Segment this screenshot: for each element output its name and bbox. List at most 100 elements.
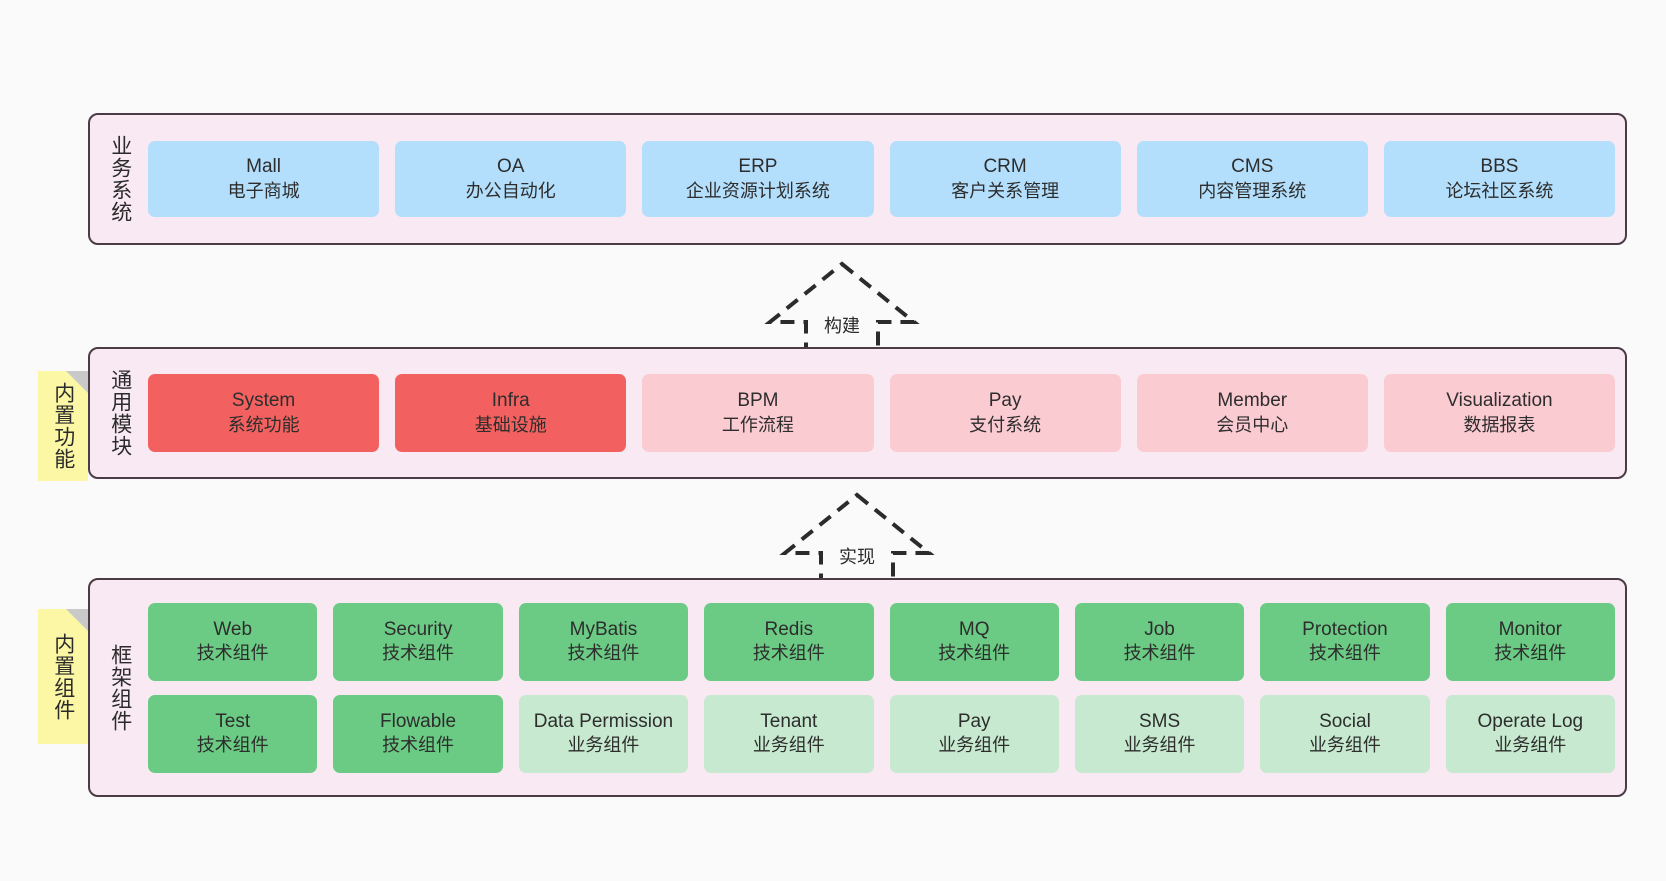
component-title: Pay (988, 390, 1022, 412)
component-title: CRM (983, 156, 1027, 178)
component-subtitle: 业务组件 (1494, 735, 1567, 756)
component-title: Visualization (1446, 390, 1553, 412)
component-title: Pay (957, 710, 991, 732)
component-title: Web (213, 618, 253, 640)
component-title: Protection (1302, 618, 1388, 640)
arrow-realize: 实现 (777, 489, 937, 587)
component-subtitle: 技术组件 (1123, 643, 1196, 664)
component-title: Flowable (380, 710, 457, 732)
component-title: OA (497, 156, 525, 178)
component-subtitle: 业务组件 (938, 735, 1011, 756)
component-subtitle: 系统功能 (227, 414, 300, 435)
component-subtitle: 工作流程 (721, 414, 794, 435)
component-box[interactable]: Pay 业务组件 (889, 694, 1059, 773)
arrow-build: 构建 (762, 258, 922, 356)
component-title: Test (215, 710, 251, 732)
layer-modules-title: 通用模块 (108, 369, 132, 457)
component-subtitle: 技术组件 (752, 643, 825, 664)
component-title: Tenant (760, 710, 818, 732)
component-subtitle: 业务组件 (567, 735, 640, 756)
component-subtitle: 业务组件 (1308, 735, 1381, 756)
component-subtitle: 支付系统 (969, 414, 1042, 435)
component-title: CMS (1231, 156, 1274, 178)
component-subtitle: 技术组件 (1308, 643, 1381, 664)
layer-business-title: 业务系统 (108, 135, 132, 223)
component-box[interactable]: Social 业务组件 (1260, 694, 1430, 773)
component-title: Monitor (1498, 618, 1562, 640)
component-title: BBS (1480, 156, 1519, 178)
component-box[interactable]: Protection 技术组件 (1260, 602, 1430, 681)
note-builtin-features: 内置功能 (38, 371, 88, 481)
component-subtitle: 数据报表 (1463, 414, 1536, 435)
component-subtitle: 业务组件 (752, 735, 825, 756)
component-subtitle: 技术组件 (1494, 643, 1567, 664)
component-box[interactable]: Security 技术组件 (333, 602, 503, 681)
component-box[interactable]: Flowable 技术组件 (333, 694, 503, 773)
component-title: Redis (764, 618, 814, 640)
component-title: Data Permission (533, 710, 674, 732)
component-subtitle: 会员中心 (1216, 414, 1289, 435)
component-title: MQ (958, 618, 990, 640)
component-title: System (231, 390, 296, 412)
component-subtitle: 技术组件 (382, 735, 455, 756)
component-subtitle: 技术组件 (938, 643, 1011, 664)
component-subtitle: 技术组件 (382, 643, 455, 664)
component-box[interactable]: Tenant 业务组件 (704, 694, 874, 773)
component-box[interactable]: MQ 技术组件 (889, 602, 1059, 681)
component-title: Member (1217, 390, 1288, 412)
component-title: BPM (737, 390, 779, 412)
component-subtitle: 电子商城 (227, 180, 300, 201)
component-box[interactable]: MyBatis 技术组件 (518, 602, 689, 681)
component-title: ERP (738, 156, 778, 178)
component-subtitle: 内容管理系统 (1198, 180, 1307, 201)
component-title: MyBatis (569, 618, 638, 640)
component-title: Social (1319, 710, 1371, 732)
component-title: Mall (246, 156, 281, 178)
component-box[interactable]: Data Permission 业务组件 (518, 694, 689, 773)
component-subtitle: 技术组件 (196, 643, 269, 664)
component-box[interactable]: Redis 技术组件 (704, 602, 874, 681)
component-subtitle: 论坛社区系统 (1445, 180, 1554, 201)
component-title: Operate Log (1477, 710, 1584, 732)
component-subtitle: 基础设施 (474, 414, 547, 435)
component-box[interactable]: Operate Log 业务组件 (1445, 694, 1615, 773)
component-subtitle: 企业资源计划系统 (685, 180, 830, 201)
component-subtitle: 业务组件 (1123, 735, 1196, 756)
component-title: Security (383, 618, 453, 640)
layer-framework-title: 框架组件 (108, 643, 132, 732)
component-title: Infra (491, 390, 530, 412)
component-subtitle: 技术组件 (567, 643, 640, 664)
note-builtin-features-label: 内置功能 (51, 382, 75, 470)
note-builtin-components: 内置组件 (38, 609, 88, 744)
component-box[interactable]: Web 技术组件 (148, 602, 318, 681)
component-subtitle: 办公自动化 (465, 180, 556, 201)
note-builtin-components-label: 内置组件 (51, 632, 75, 721)
component-box[interactable]: Monitor 技术组件 (1445, 602, 1615, 681)
